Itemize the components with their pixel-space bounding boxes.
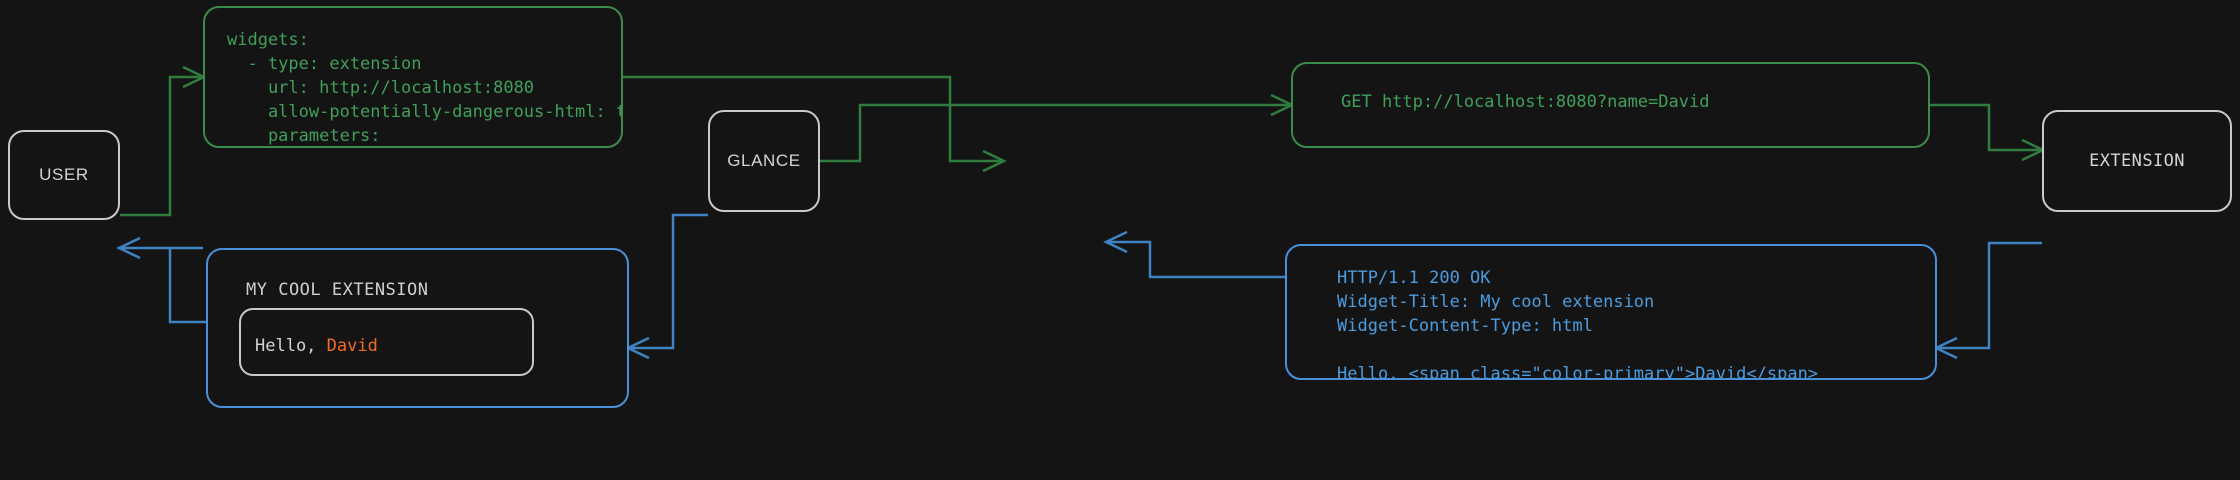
rendered-widget-body-accent: David bbox=[326, 336, 378, 356]
node-glance[interactable]: GLANCE bbox=[708, 110, 820, 212]
http-request-text: GET http://localhost:8080?name=David bbox=[1341, 92, 1710, 112]
panel-config-yaml[interactable]: widgets: - type: extension url: http://l… bbox=[203, 6, 623, 148]
arrow-user-to-config bbox=[120, 65, 207, 217]
node-user-label: USER bbox=[39, 165, 89, 184]
rendered-widget-card: Hello, David bbox=[239, 308, 534, 376]
config-yaml-text: widgets: - type: extension url: http://l… bbox=[227, 30, 621, 146]
rendered-widget-body: Hello, David bbox=[255, 336, 378, 356]
node-extension-label: EXTENSION bbox=[2089, 151, 2185, 171]
panel-rendered-widget[interactable]: MY COOL EXTENSION Hello, David bbox=[206, 248, 629, 408]
arrow-glance-to-request bbox=[820, 93, 1295, 163]
http-response-text: HTTP/1.1 200 OK Widget-Title: My cool ex… bbox=[1337, 268, 1819, 380]
node-extension[interactable]: EXTENSION bbox=[2042, 110, 2232, 212]
node-user[interactable]: USER bbox=[8, 130, 120, 220]
arrow-request-to-extension bbox=[1930, 103, 2046, 162]
rendered-widget-body-prefix: Hello, bbox=[255, 336, 327, 356]
arrow-response-to-glance bbox=[1103, 230, 1285, 279]
node-glance-label: GLANCE bbox=[727, 151, 801, 170]
rendered-widget-heading: MY COOL EXTENSION bbox=[246, 280, 429, 300]
arrow-glance-to-widget bbox=[625, 213, 708, 360]
panel-http-request[interactable]: GET http://localhost:8080?name=David bbox=[1291, 62, 1930, 148]
arrow-widget-to-user bbox=[116, 236, 206, 324]
panel-http-response[interactable]: HTTP/1.1 200 OK Widget-Title: My cool ex… bbox=[1285, 244, 1937, 380]
arrow-extension-to-response bbox=[1933, 241, 2042, 360]
